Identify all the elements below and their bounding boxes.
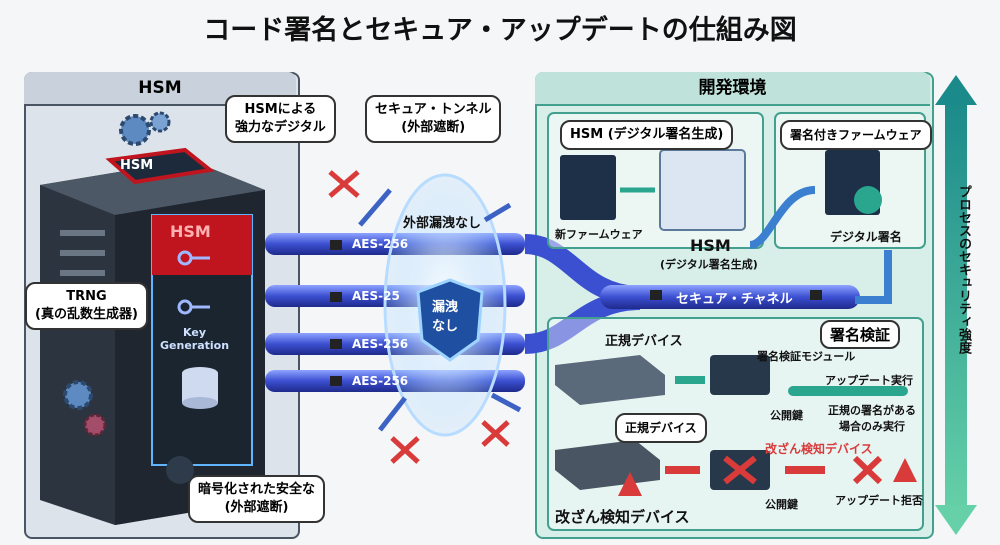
legit-device-label: 正規デバイス — [605, 334, 683, 349]
trng-callout: TRNG (真の乱数生成器) — [25, 282, 148, 330]
diagram-title: コード署名とセキュア・アップデートの仕組み図 — [203, 15, 797, 46]
strong-signature-callout: HSMによる 強力なデジタル — [225, 95, 336, 143]
shield-text: 漏洩 なし — [432, 300, 459, 334]
gear-icon — [63, 111, 171, 437]
secure-tunnel-callout: セキュア・トンネル (外部遮断) — [365, 95, 502, 143]
legit-condition-label: 正規の署名がある 場合のみ実行 — [828, 404, 916, 433]
aes-pipe-label: AES-256 — [352, 337, 409, 351]
hsm-center-sub-label: (デジタル署名生成) — [660, 258, 758, 271]
blocked-intrusion-icon — [328, 170, 522, 464]
hsm-device-top-label: HSM — [120, 158, 154, 173]
public-key-label: 公開鍵 — [765, 498, 798, 511]
signed-firmware-label: 署名付きファームウェア — [780, 120, 932, 150]
no-leak-top-label: 外部漏洩なし — [403, 216, 482, 231]
key-icon — [177, 250, 210, 315]
tamper-device-label: 改ざん検知デバイス — [555, 508, 690, 526]
encrypted-callout: 暗号化された安全な (外部遮断) — [188, 475, 326, 523]
tamper-detect-label: 改ざん検知デバイス — [765, 442, 873, 456]
aes-pipe-label: AES-256 — [352, 237, 409, 251]
aes-pipe-label: AES-256 — [352, 374, 409, 388]
new-firmware-label: 新ファームウェア — [555, 228, 643, 241]
key-generation-label: Key Generation — [160, 326, 230, 352]
update-run-label: アップデート実行 — [825, 374, 913, 387]
verify-module-label: 署名検証モジュール — [757, 350, 856, 363]
shield-icon — [416, 278, 484, 362]
hsm-signing-box-label: HSM (デジタル署名生成) — [560, 120, 734, 150]
aes-pipe-label: AES-25 — [352, 289, 400, 303]
hsm-device-label: HSM — [170, 222, 211, 241]
lock-icon — [330, 240, 822, 386]
update-reject-label: アップデート拒否 — [835, 494, 923, 507]
hsm-server — [40, 147, 265, 525]
dev-env-graphics — [547, 112, 926, 531]
digital-signature-label: デジタル署名 — [830, 230, 902, 244]
signature-verification-badge: 署名検証 — [820, 320, 901, 349]
database-icon — [182, 367, 218, 409]
security-strength-axis-label: プロセスのセキュリティ強度 — [956, 185, 971, 354]
public-key-label: 公開鍵 — [770, 409, 803, 422]
legit-device-callout: 正規デバイス — [615, 413, 707, 443]
hsm-center-label: HSM — [690, 236, 731, 255]
secure-channel-label: セキュア・チャネル — [676, 292, 793, 307]
dev-env-panel-header: 開発環境 — [535, 72, 930, 106]
security-strength-axis — [935, 75, 977, 535]
